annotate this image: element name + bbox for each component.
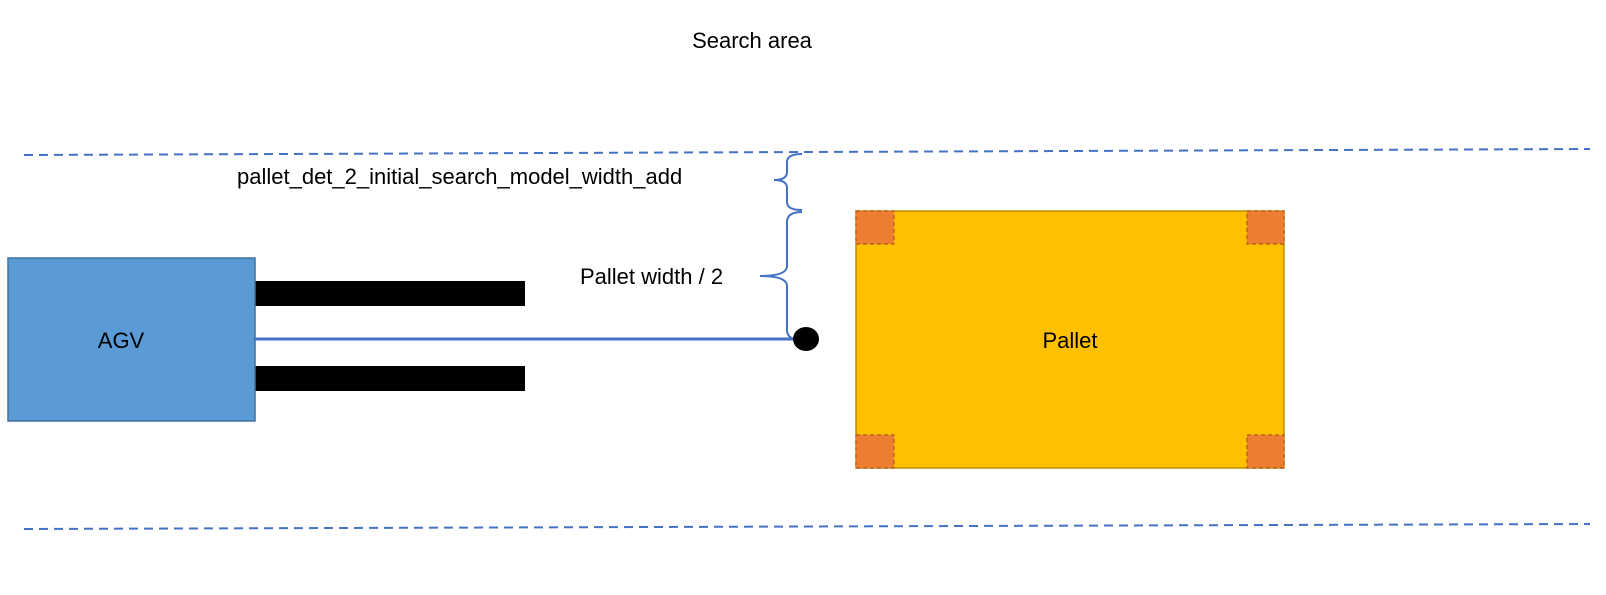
target-point xyxy=(793,327,819,351)
search-area-lower-boundary xyxy=(23,523,1591,530)
agv-body xyxy=(7,257,256,422)
half-width-label: Pallet width / 2 xyxy=(580,264,723,289)
half-width-brace xyxy=(759,211,803,341)
pallet-corner-bottom-left xyxy=(855,434,895,469)
pallet-label: Pallet xyxy=(1042,328,1097,353)
agv-fork-upper xyxy=(254,281,525,306)
pallet-corner-bottom-right xyxy=(1246,434,1285,469)
agv-label: AGV xyxy=(98,328,145,353)
search-area-title: Search area xyxy=(692,28,813,53)
pallet-body xyxy=(855,210,1285,469)
pallet-corner-top-right xyxy=(1246,210,1285,245)
agv-fork-lower xyxy=(254,366,525,391)
width-add-brace xyxy=(773,153,803,211)
pallet-corner-top-left xyxy=(855,210,895,245)
width-add-label: pallet_det_2_initial_search_model_width_… xyxy=(237,164,682,189)
search-area-upper-boundary xyxy=(23,148,1591,156)
